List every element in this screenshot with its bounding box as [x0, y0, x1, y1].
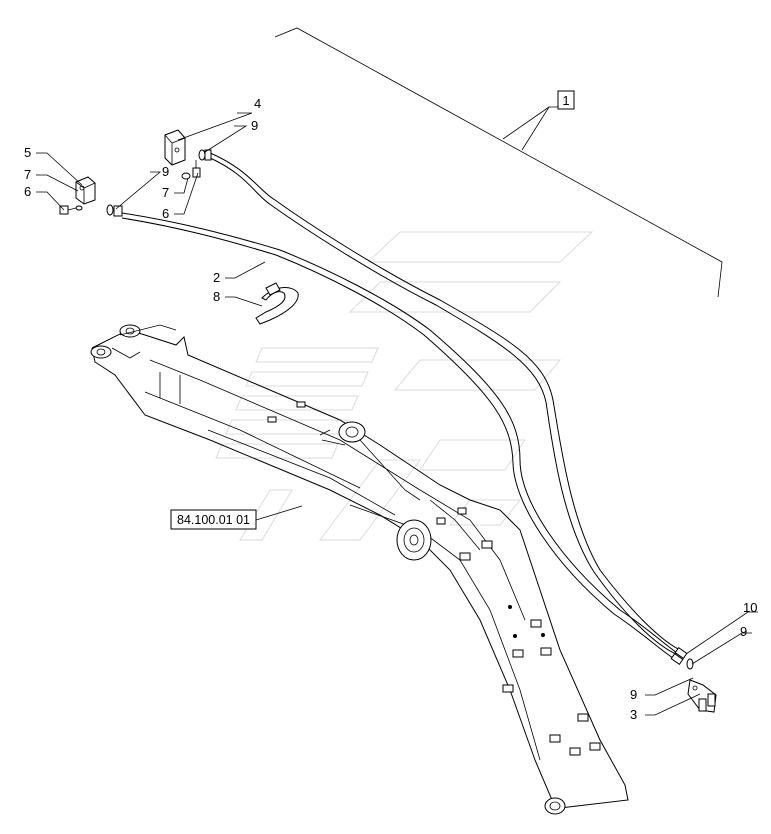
block-bracket-5 — [75, 176, 96, 205]
watermark-logo — [215, 231, 594, 541]
callout-7-left: 7 — [24, 167, 31, 182]
callout-3: 3 — [630, 707, 637, 722]
kit-callout-label: 1 — [562, 93, 569, 108]
callout-6-middle: 6 — [162, 206, 169, 221]
callout-10: 10 — [743, 600, 757, 615]
callout-6-left: 6 — [24, 184, 31, 199]
boom-arm — [90, 324, 629, 815]
fitting-9-top — [198, 149, 212, 161]
section-reference-label: 84.100.01 01 — [177, 513, 250, 527]
callout-labels: 4 9 5 7 6 9 7 6 2 8 10 9 9 3 — [24, 96, 757, 722]
section-reference-box: 84.100.01 01 — [170, 509, 257, 530]
callout-9-bottom: 9 — [630, 687, 637, 702]
callout-4: 4 — [254, 96, 261, 111]
leader-lines — [36, 112, 758, 716]
clamp-8 — [255, 282, 299, 325]
block-fitting-3 — [687, 679, 717, 713]
callout-7-middle: 7 — [162, 185, 169, 200]
hose-upper — [207, 151, 681, 655]
callout-5: 5 — [24, 145, 31, 160]
bolt-6-left — [59, 205, 83, 215]
callout-9-right: 9 — [740, 624, 747, 639]
kit-callout-box: 1 — [557, 90, 575, 110]
callout-8: 8 — [213, 289, 220, 304]
block-bracket-4 — [164, 129, 186, 166]
fitting-9-left — [106, 204, 123, 217]
hose-lower — [121, 212, 681, 661]
kit-bracket-lines — [274, 27, 723, 298]
callout-9-top: 9 — [251, 118, 258, 133]
callout-9-left: 9 — [162, 164, 169, 179]
hose-end-fittings-10 — [670, 646, 694, 670]
callout-2: 2 — [213, 270, 220, 285]
